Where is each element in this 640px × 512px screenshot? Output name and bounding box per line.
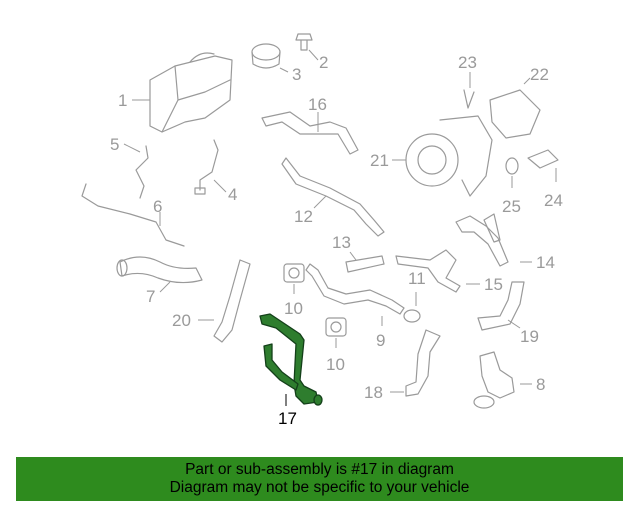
info-banner: Part or sub-assembly is #17 in diagram D… (16, 457, 623, 501)
callout-19: 19 (520, 327, 539, 346)
callout-9: 9 (376, 331, 385, 350)
pipe-13[interactable] (345, 251, 385, 273)
hose-18[interactable] (390, 329, 441, 397)
callout-4: 4 (228, 185, 237, 204)
temp-sensor[interactable] (527, 149, 559, 182)
callout-10-b: 10 (326, 355, 345, 374)
callout-5: 5 (110, 135, 119, 154)
reservoir-cap[interactable] (251, 43, 289, 73)
callout-1: 1 (118, 91, 127, 110)
water-pump[interactable] (392, 115, 493, 197)
callout-7: 7 (146, 287, 155, 306)
callout-8: 8 (536, 375, 545, 394)
banner-line-2: Diagram may not be specific to your vehi… (169, 479, 470, 496)
hose-15[interactable] (395, 249, 480, 293)
callout-12: 12 (294, 207, 313, 226)
flange-10-b[interactable] (325, 317, 347, 348)
hose-19[interactable] (477, 281, 525, 331)
banner-line-1: Part or sub-assembly is #17 in diagram (185, 461, 454, 478)
coolant-reservoir[interactable] (132, 52, 233, 133)
hose-14[interactable] (455, 213, 532, 267)
bolt[interactable] (295, 33, 319, 61)
pipe-assembly-17[interactable] (259, 313, 323, 406)
parts-diagram: 1 2 3 4 5 6 7 20 (81, 33, 563, 428)
wire-harness[interactable] (123, 143, 149, 199)
o-ring-25[interactable] (505, 157, 519, 188)
callout-16: 16 (308, 95, 327, 114)
callout-25: 25 (502, 197, 521, 216)
callout-23: 23 (458, 53, 477, 72)
hose-20[interactable] (198, 259, 251, 343)
level-sensor-cable[interactable] (81, 183, 185, 247)
callout-10-a: 10 (284, 299, 303, 318)
flange-10-a[interactable] (283, 263, 305, 294)
callout-24: 24 (544, 191, 563, 210)
callout-14: 14 (536, 253, 555, 272)
hose-16[interactable] (261, 111, 359, 155)
connector-8[interactable] (473, 351, 532, 409)
callout-11: 11 (408, 269, 426, 288)
gasket-22[interactable] (489, 77, 541, 139)
callout-21: 21 (370, 151, 389, 170)
callout-20: 20 (172, 311, 191, 330)
clip-23[interactable] (463, 72, 475, 109)
callout-17: 17 (278, 409, 297, 428)
sensor-wire[interactable] (194, 139, 227, 195)
callout-13: 13 (332, 233, 351, 252)
hose-7[interactable] (116, 256, 203, 293)
pipe-9[interactable] (305, 263, 405, 326)
callout-2: 2 (319, 53, 328, 72)
callout-3: 3 (292, 65, 301, 84)
coolant-pipe-12[interactable] (281, 157, 385, 237)
callout-18: 18 (364, 383, 383, 402)
callout-15: 15 (484, 275, 503, 294)
o-ring-11[interactable] (403, 292, 421, 323)
callout-22: 22 (530, 65, 549, 84)
callout-6: 6 (153, 197, 162, 216)
